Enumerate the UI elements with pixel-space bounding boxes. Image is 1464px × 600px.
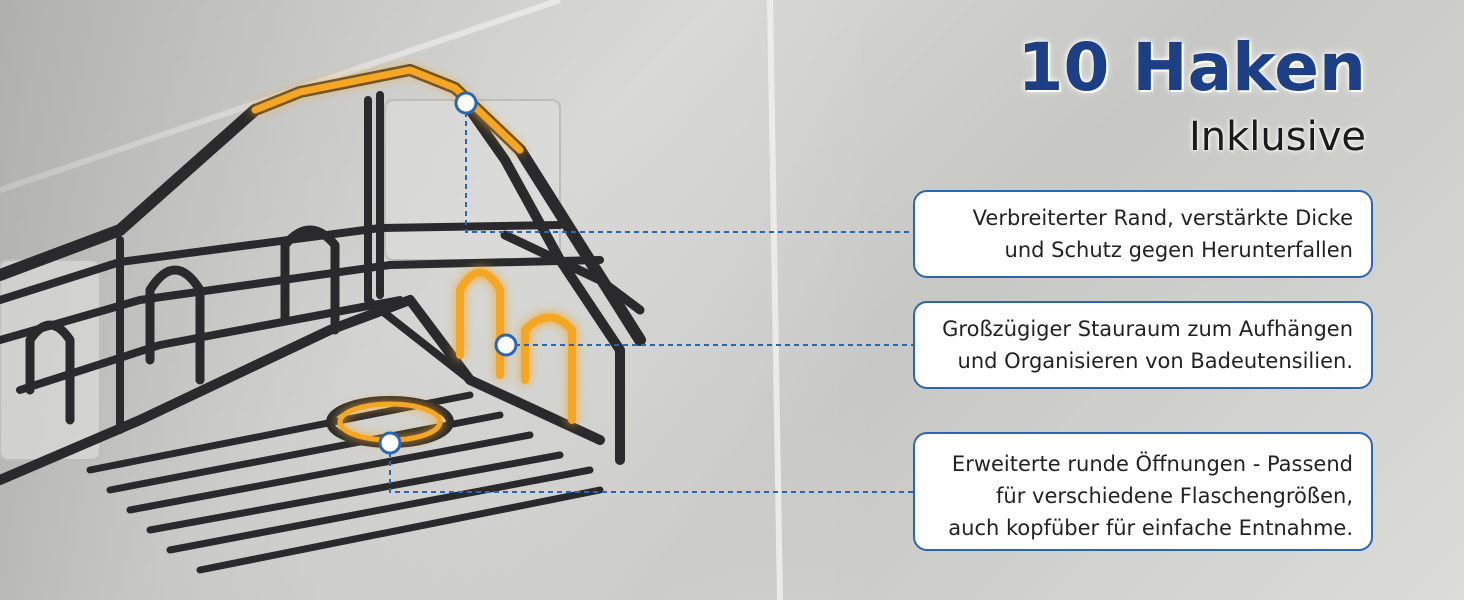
callout-storage: Großzügiger Stauraum zum Aufhängen und O… [913, 301, 1373, 389]
headline-subtitle: Inklusive [1188, 114, 1366, 160]
callout-connectors [389, 103, 913, 493]
callout-line: und Organisieren von Badeutensilien. [957, 349, 1353, 373]
headline: 10 Haken Inklusive [1018, 30, 1366, 162]
headline-title: 10 Haken [1017, 29, 1366, 106]
callout-line: Verbreiterter Rand, verstärkte Dicke [972, 206, 1353, 230]
callout-rim: Verbreiterter Rand, verstärkte Dicke und… [913, 190, 1373, 278]
callout-openings: Erweiterte runde Öffnungen - Passend für… [913, 432, 1373, 551]
callout-line: Erweiterte runde Öffnungen - Passend [951, 452, 1353, 476]
callout-line: auch kopfüber für einfache Entnahme. [948, 516, 1353, 540]
marker-dots [378, 91, 518, 455]
feature-highlights [251, 66, 576, 443]
callout-line: und Schutz gegen Herunterfallen [1004, 238, 1353, 262]
callout-line: für verschiedene Flaschengrößen, [996, 484, 1353, 508]
callout-line: Großzügiger Stauraum zum Aufhängen [942, 317, 1353, 341]
